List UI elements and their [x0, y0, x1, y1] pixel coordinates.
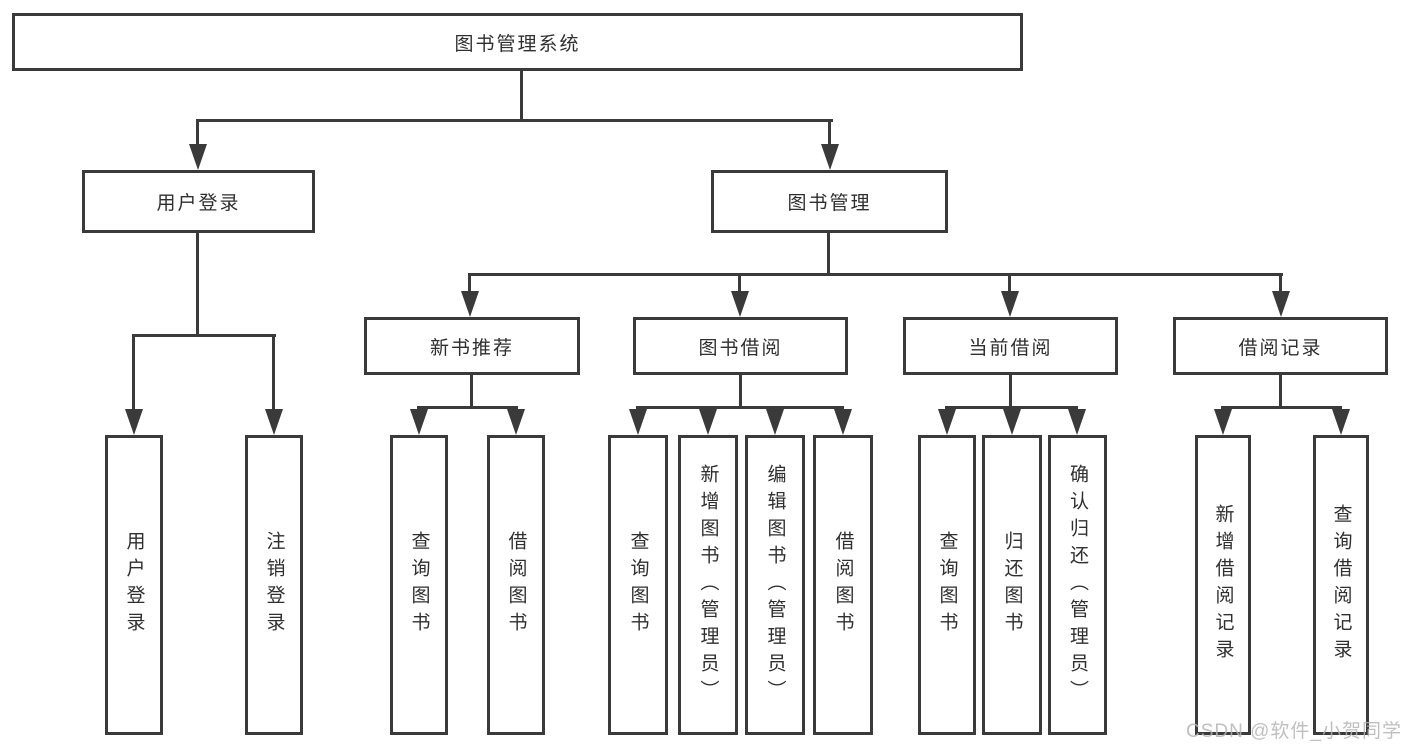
- connector-line: [417, 406, 518, 409]
- leaf-borrow-books-2: 借阅图书: [813, 435, 873, 735]
- connector-line: [739, 375, 742, 408]
- connector-line: [1279, 273, 1282, 295]
- node-book-management: 图书管理: [711, 170, 948, 233]
- arrow-down-icon: [766, 409, 784, 435]
- connector-line: [196, 119, 833, 122]
- leaf-confirm-return-admin: 确认归还（管理员）: [1048, 435, 1107, 735]
- arrow-down-icon: [461, 291, 479, 317]
- connector-line: [132, 334, 276, 337]
- arrow-down-icon: [265, 409, 283, 435]
- node-library-system: 图书管理系统: [12, 13, 1023, 71]
- leaf-query-books-3: 查询图书: [918, 435, 976, 735]
- connector-line: [520, 70, 523, 121]
- connector-line: [828, 119, 831, 149]
- connector-line: [738, 273, 741, 295]
- arrow-down-icon: [938, 409, 956, 435]
- connector-line: [196, 233, 199, 337]
- leaf-user-login: 用户登录: [105, 435, 163, 735]
- connector-line: [636, 406, 844, 409]
- leaf-borrow-books: 借阅图书: [487, 435, 545, 735]
- node-user-login: 用户登录: [82, 170, 315, 233]
- arrow-down-icon: [507, 409, 525, 435]
- leaf-edit-book-admin: 编辑图书（管理员）: [745, 435, 805, 735]
- leaf-query-borrow-record: 查询借阅记录: [1313, 435, 1369, 735]
- node-borrow-records: 借阅记录: [1173, 317, 1388, 375]
- connector-line: [945, 406, 1078, 409]
- connector-line: [132, 334, 135, 414]
- leaf-query-books-2: 查询图书: [608, 435, 668, 735]
- leaf-return-book: 归还图书: [982, 435, 1042, 735]
- connector-line: [1008, 273, 1011, 295]
- arrow-down-icon: [834, 409, 852, 435]
- node-book-borrow: 图书借阅: [633, 317, 848, 375]
- leaf-query-books: 查询图书: [390, 435, 448, 735]
- arrow-down-icon: [1214, 409, 1232, 435]
- arrow-down-icon: [1003, 409, 1021, 435]
- node-new-book-recommend: 新书推荐: [364, 317, 580, 375]
- connector-line: [1009, 375, 1012, 408]
- leaf-logout: 注销登录: [245, 435, 303, 735]
- arrow-down-icon: [1001, 291, 1019, 317]
- arrow-down-icon: [1272, 291, 1290, 317]
- connector-line: [470, 375, 473, 408]
- arrow-down-icon: [821, 144, 839, 170]
- connector-line: [1279, 375, 1282, 408]
- connector-line: [827, 233, 830, 276]
- connector-line: [272, 334, 275, 414]
- leaf-add-book-admin: 新增图书（管理员）: [678, 435, 738, 735]
- arrow-down-icon: [731, 291, 749, 317]
- arrow-down-icon: [410, 409, 428, 435]
- csdn-watermark: CSDN @软件_小贺同学: [1186, 721, 1402, 742]
- node-current-borrow: 当前借阅: [903, 317, 1118, 375]
- leaf-add-borrow-record: 新增借阅记录: [1195, 435, 1251, 735]
- connector-line: [468, 273, 471, 295]
- connector-line: [468, 273, 1283, 276]
- connector-line: [196, 119, 199, 149]
- arrow-down-icon: [1332, 409, 1350, 435]
- arrow-down-icon: [699, 409, 717, 435]
- arrow-down-icon: [125, 409, 143, 435]
- connector-line: [1221, 406, 1342, 409]
- arrow-down-icon: [1068, 409, 1086, 435]
- arrow-down-icon: [629, 409, 647, 435]
- arrow-down-icon: [189, 144, 207, 170]
